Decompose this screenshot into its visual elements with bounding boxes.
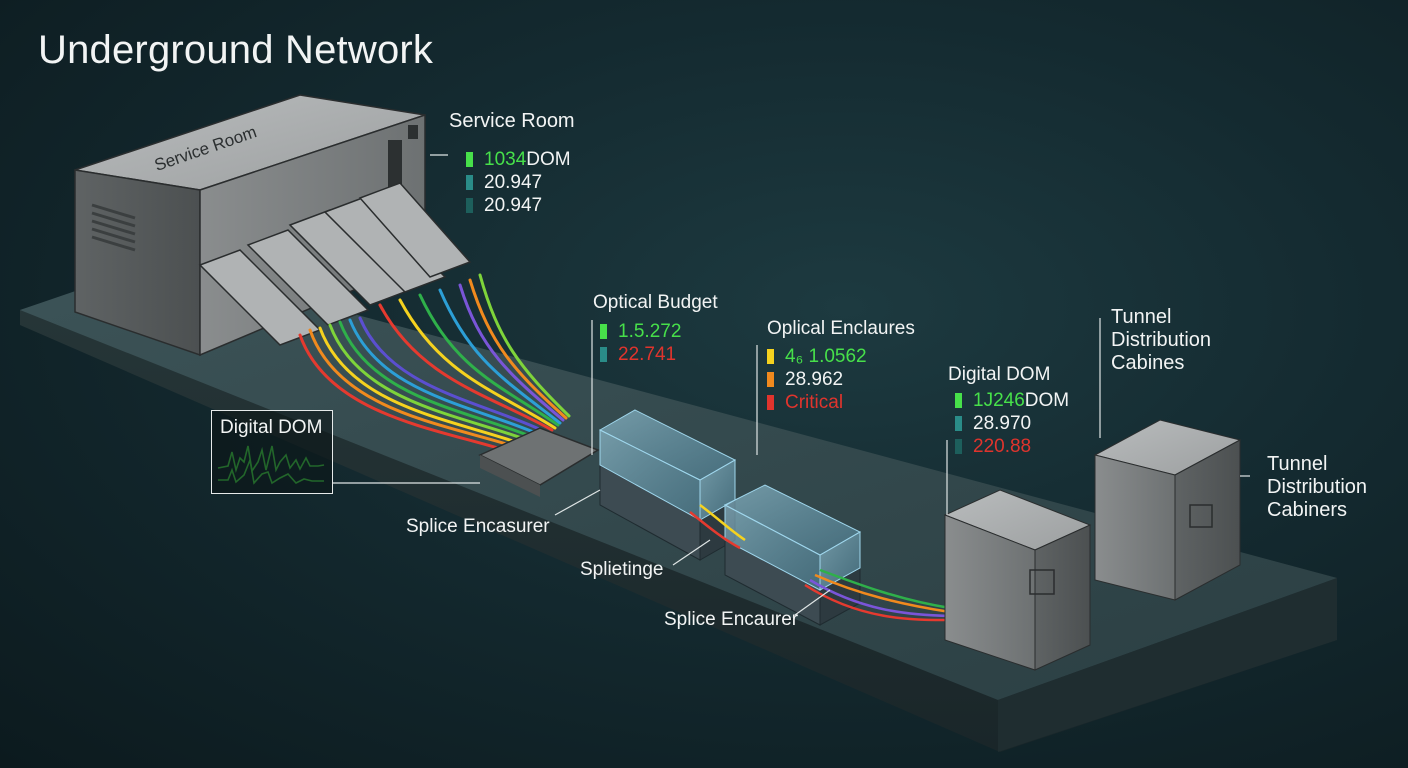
level-bar — [955, 393, 962, 408]
level-bar — [600, 324, 607, 339]
tunnel-cabinet-1-label: Tunnel Distribution Cabines — [1111, 306, 1211, 375]
level-bar — [767, 372, 774, 387]
digital-dom-heading: Digital DOM — [948, 363, 1050, 386]
level-bar — [955, 416, 962, 431]
optical-enclosures-heading: Oplical Enclaures — [767, 317, 915, 340]
level-bar — [466, 198, 473, 213]
level-bar — [466, 152, 473, 167]
level-bar — [955, 439, 962, 454]
splicing-label: Splietinge — [580, 558, 663, 581]
splice-enclosure-2-label: Splice Encaurer — [664, 608, 798, 631]
optical-enclosures-metrics: 4₆ 1.0562 28.962 Critical — [767, 345, 867, 414]
digital-dom-panel: Digital DOM — [211, 410, 333, 494]
level-bar — [767, 349, 774, 364]
page-title: Underground Network — [38, 28, 433, 73]
level-bar — [600, 347, 607, 362]
service-room-metrics: 1034 DOM 20.947 2΀0.947 — [466, 148, 571, 217]
tunnel-cabinet-1 — [945, 490, 1090, 670]
level-bar — [767, 395, 774, 410]
optical-budget-heading: Optical Budget — [593, 291, 718, 314]
splice-enclosure-1-label: Splice Encasurer — [406, 515, 550, 538]
tunnel-cabinet-2 — [1095, 420, 1240, 600]
level-bar — [466, 175, 473, 190]
digital-dom-panel-label: Digital DOM — [220, 417, 322, 439]
tunnel-cabinet-2-label: Tunnel Distribution Cabiners — [1267, 453, 1367, 522]
optical-budget-metrics: 1.5.272 22.741 — [600, 320, 681, 366]
digital-dom-metrics: 1J246 DOM 28.970 220.88 — [955, 389, 1069, 458]
service-room-heading: Service Room — [449, 110, 575, 133]
